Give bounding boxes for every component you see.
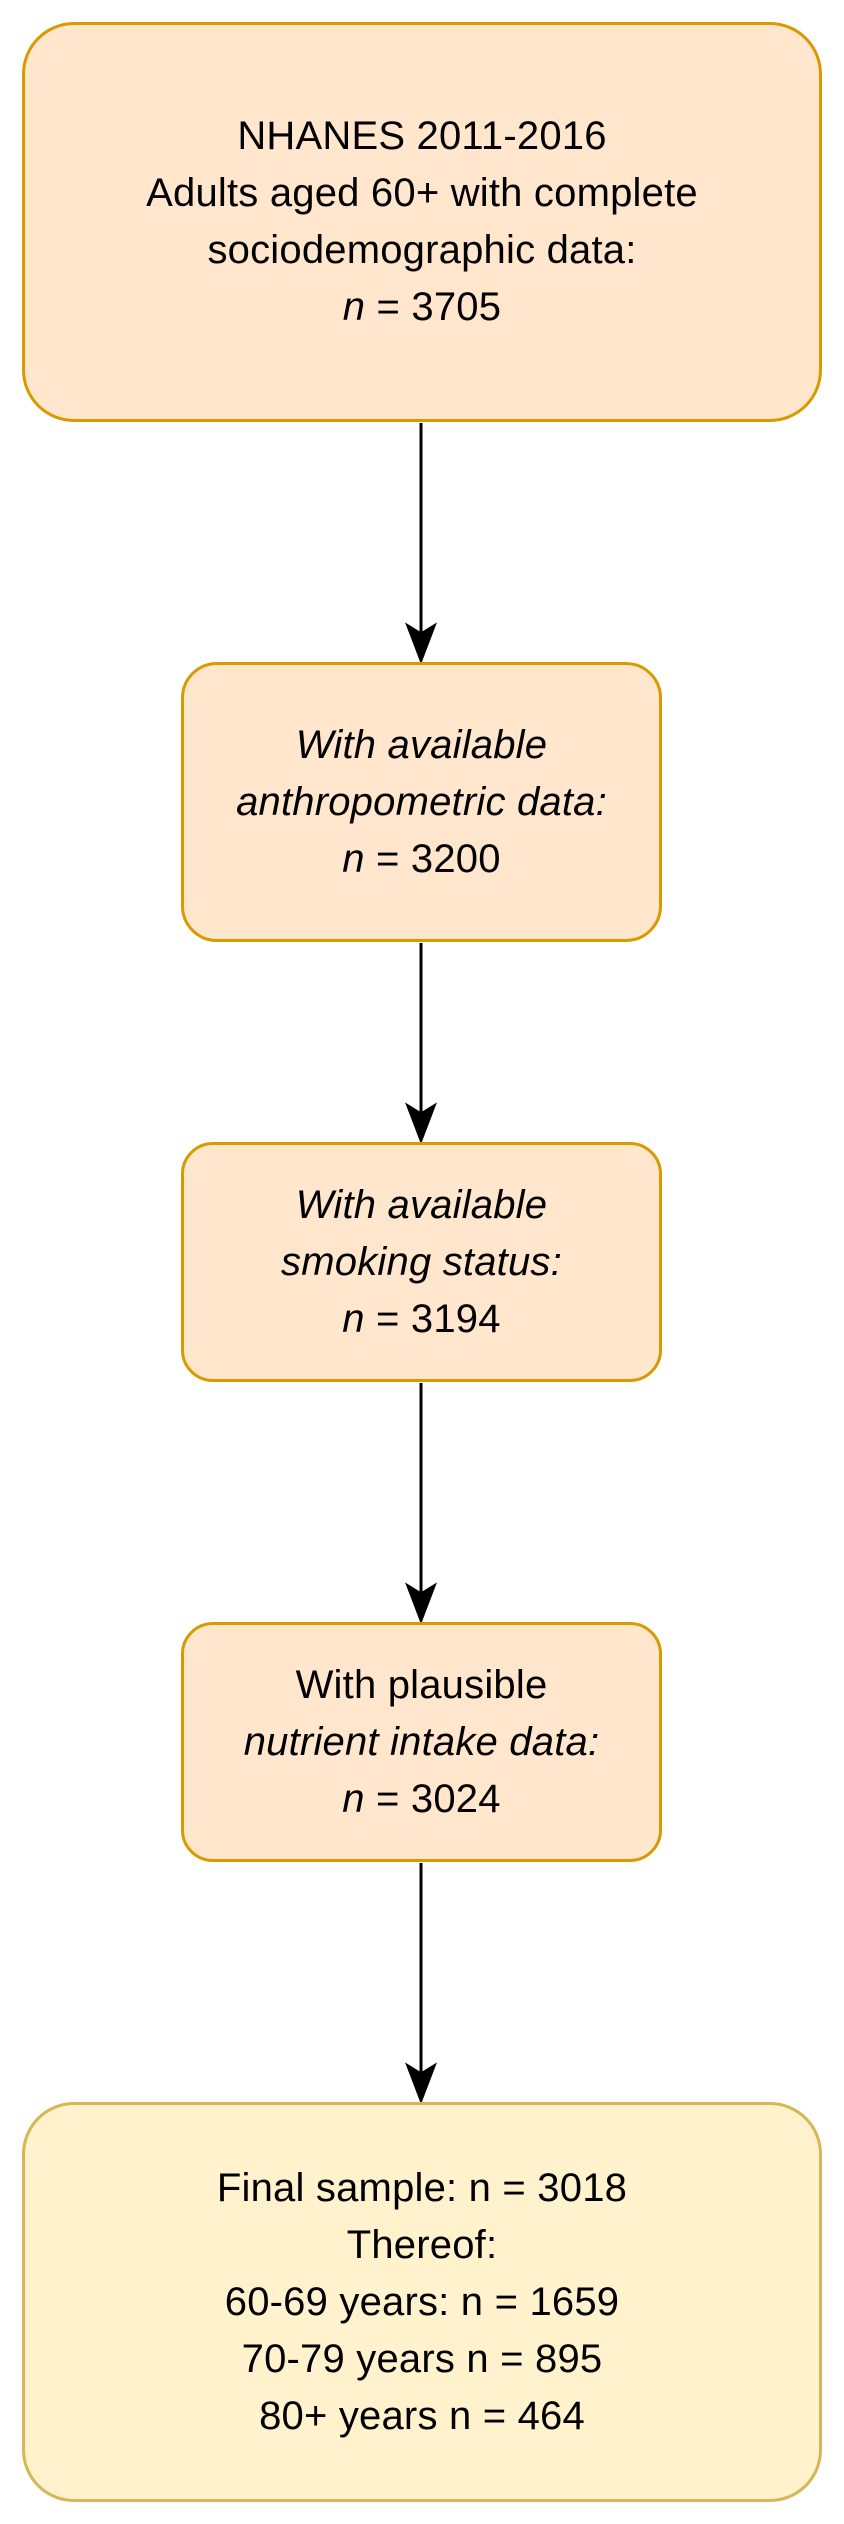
box3-count: n = 3194 — [342, 1291, 500, 1348]
box-initial-population: NHANES 2011-2016 Adults aged 60+ with co… — [22, 22, 822, 422]
arrow-1-to-2 — [405, 423, 437, 665]
box2-line2: anthropometric data: — [236, 779, 607, 824]
box1-n-label: n — [342, 285, 366, 329]
box2-n-value: = 3200 — [364, 836, 501, 881]
box1-n-value: = 3705 — [365, 285, 502, 329]
box1-line2: Adults aged 60+ with complete — [146, 171, 698, 215]
box4-count: n = 3024 — [342, 1771, 500, 1828]
box2-line1: With available — [295, 722, 548, 767]
box-final-sample: Final sample: n = 3018 Thereof: 60-69 ye… — [22, 2102, 822, 2502]
box5-line2: Thereof: — [346, 2222, 498, 2267]
box1-count: n = 3705 — [343, 279, 501, 336]
box1-line1: NHANES 2011-2016 — [237, 114, 607, 158]
box3-line1: With available — [295, 1182, 548, 1227]
box5-line1: Final sample: n = 3018 — [216, 2165, 628, 2210]
box4-line1: With plausible — [295, 1662, 548, 1707]
arrow-4-to-5 — [405, 1863, 437, 2105]
box5-line4: 70-79 years n = 895 — [241, 2336, 603, 2381]
box-nutrient-intake: With plausible nutrient intake data: n =… — [181, 1622, 662, 1862]
box4-line2: nutrient intake data: — [243, 1719, 600, 1764]
arrow-2-to-3 — [405, 943, 437, 1145]
box2-count: n = 3200 — [342, 831, 500, 888]
box3-n-value: = 3194 — [364, 1296, 501, 1341]
box2-n-label: n — [342, 836, 365, 881]
box3-n-label: n — [342, 1296, 365, 1341]
box4-n-value: = 3024 — [364, 1776, 501, 1821]
arrow-3-to-4 — [405, 1383, 437, 1625]
box1-line3: sociodemographic data: — [207, 228, 637, 272]
box5-line3: 60-69 years: n = 1659 — [224, 2279, 620, 2324]
box5-line5: 80+ years n = 464 — [259, 2393, 585, 2438]
box4-n-label: n — [342, 1776, 365, 1821]
box3-line2: smoking status: — [281, 1239, 562, 1284]
box-anthropometric: With available anthropometric data: n = … — [181, 662, 662, 942]
box-smoking-status: With available smoking status: n = 3194 — [181, 1142, 662, 1382]
